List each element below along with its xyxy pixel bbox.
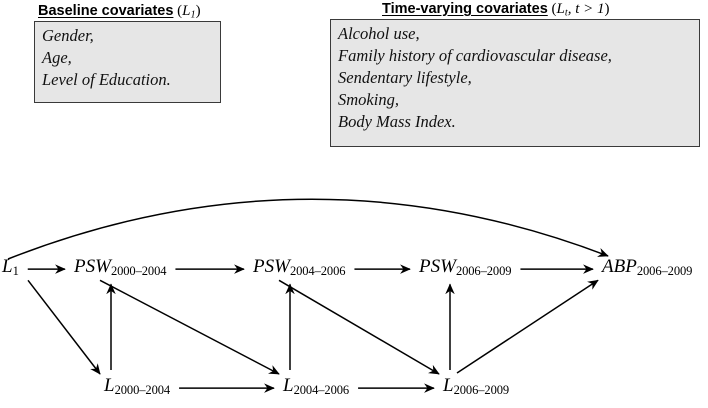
baseline-math-sub: 1 <box>190 9 196 21</box>
node-base: ABP <box>602 256 637 277</box>
baseline-covariates-box: Baseline covariates (L1) Gender, Age, Le… <box>34 2 221 103</box>
timevarying-covariates-title-text: Time-varying covariates <box>382 1 548 17</box>
list-item: Level of Education. <box>42 69 171 89</box>
dag-node-l1: L1 <box>2 257 19 277</box>
node-subscript: 2000–2004 <box>114 382 171 397</box>
edge-psw1-to-l2004 <box>99 279 280 375</box>
list-item: Body Mass Index. <box>338 111 456 131</box>
node-subscript: 2006–2009 <box>455 263 512 278</box>
node-base: L <box>443 375 454 396</box>
dag-node-l2000: L2000–2004 <box>104 376 170 396</box>
dag-node-psw3: PSW2006–2009 <box>419 256 512 278</box>
timevarying-math-sub: t <box>564 7 568 19</box>
list-item: Family history of cardiovascular disease… <box>338 45 612 65</box>
node-base: L <box>104 375 115 396</box>
dag-node-abp: ABP2006–2009 <box>602 257 692 277</box>
list-item: Alcohol use, <box>338 23 420 43</box>
node-subscript: 2004–2006 <box>289 263 346 278</box>
list-item: Smoking, <box>338 89 399 109</box>
node-base: PSW <box>419 256 456 277</box>
edge-l2006-to-abp <box>456 279 599 374</box>
node-base: L <box>2 256 13 277</box>
baseline-math-symbol: L <box>182 3 191 19</box>
timevarying-covariates-title: Time-varying covariates (Lt, t > 1) <box>382 2 610 19</box>
dag-node-l2004: L2004–2006 <box>283 376 349 396</box>
node-base: PSW <box>253 256 290 277</box>
node-subscript: 2006–2009 <box>636 263 693 278</box>
baseline-covariates-list: Gender, Age, Level of Education. <box>34 20 221 103</box>
edge-l1-to-abp <box>7 198 609 260</box>
node-subscript: 1 <box>12 263 19 278</box>
edge-psw2-to-l2006 <box>278 279 440 375</box>
timevarying-covariates-list: Alcohol use, Family history of cardiovas… <box>330 18 700 147</box>
edge-l1-to-l2000 <box>27 279 101 375</box>
node-base: L <box>283 375 294 396</box>
baseline-covariates-title-math: (L1) <box>173 3 201 21</box>
dag-node-psw1: PSW2000–2004 <box>74 256 167 278</box>
list-item: Sendentary lifestyle, <box>338 67 472 87</box>
list-item: Gender, <box>42 25 94 45</box>
list-item: Age, <box>42 47 72 67</box>
baseline-covariates-title: Baseline covariates (L1) <box>38 4 201 21</box>
dag-node-psw2: PSW2004–2006 <box>253 256 346 278</box>
node-subscript: 2000–2004 <box>110 263 167 278</box>
node-subscript: 2006–2009 <box>453 382 510 397</box>
timevarying-covariates-title-math: (Lt, t > 1) <box>547 1 610 19</box>
timevarying-math-symbol: L <box>556 1 565 17</box>
node-base: PSW <box>74 256 111 277</box>
dag-node-l2006: L2006–2009 <box>443 376 509 396</box>
node-subscript: 2004–2006 <box>293 382 350 397</box>
baseline-covariates-title-text: Baseline covariates <box>38 3 174 19</box>
timevarying-covariates-box: Time-varying covariates (Lt, t > 1) Alco… <box>330 0 700 147</box>
